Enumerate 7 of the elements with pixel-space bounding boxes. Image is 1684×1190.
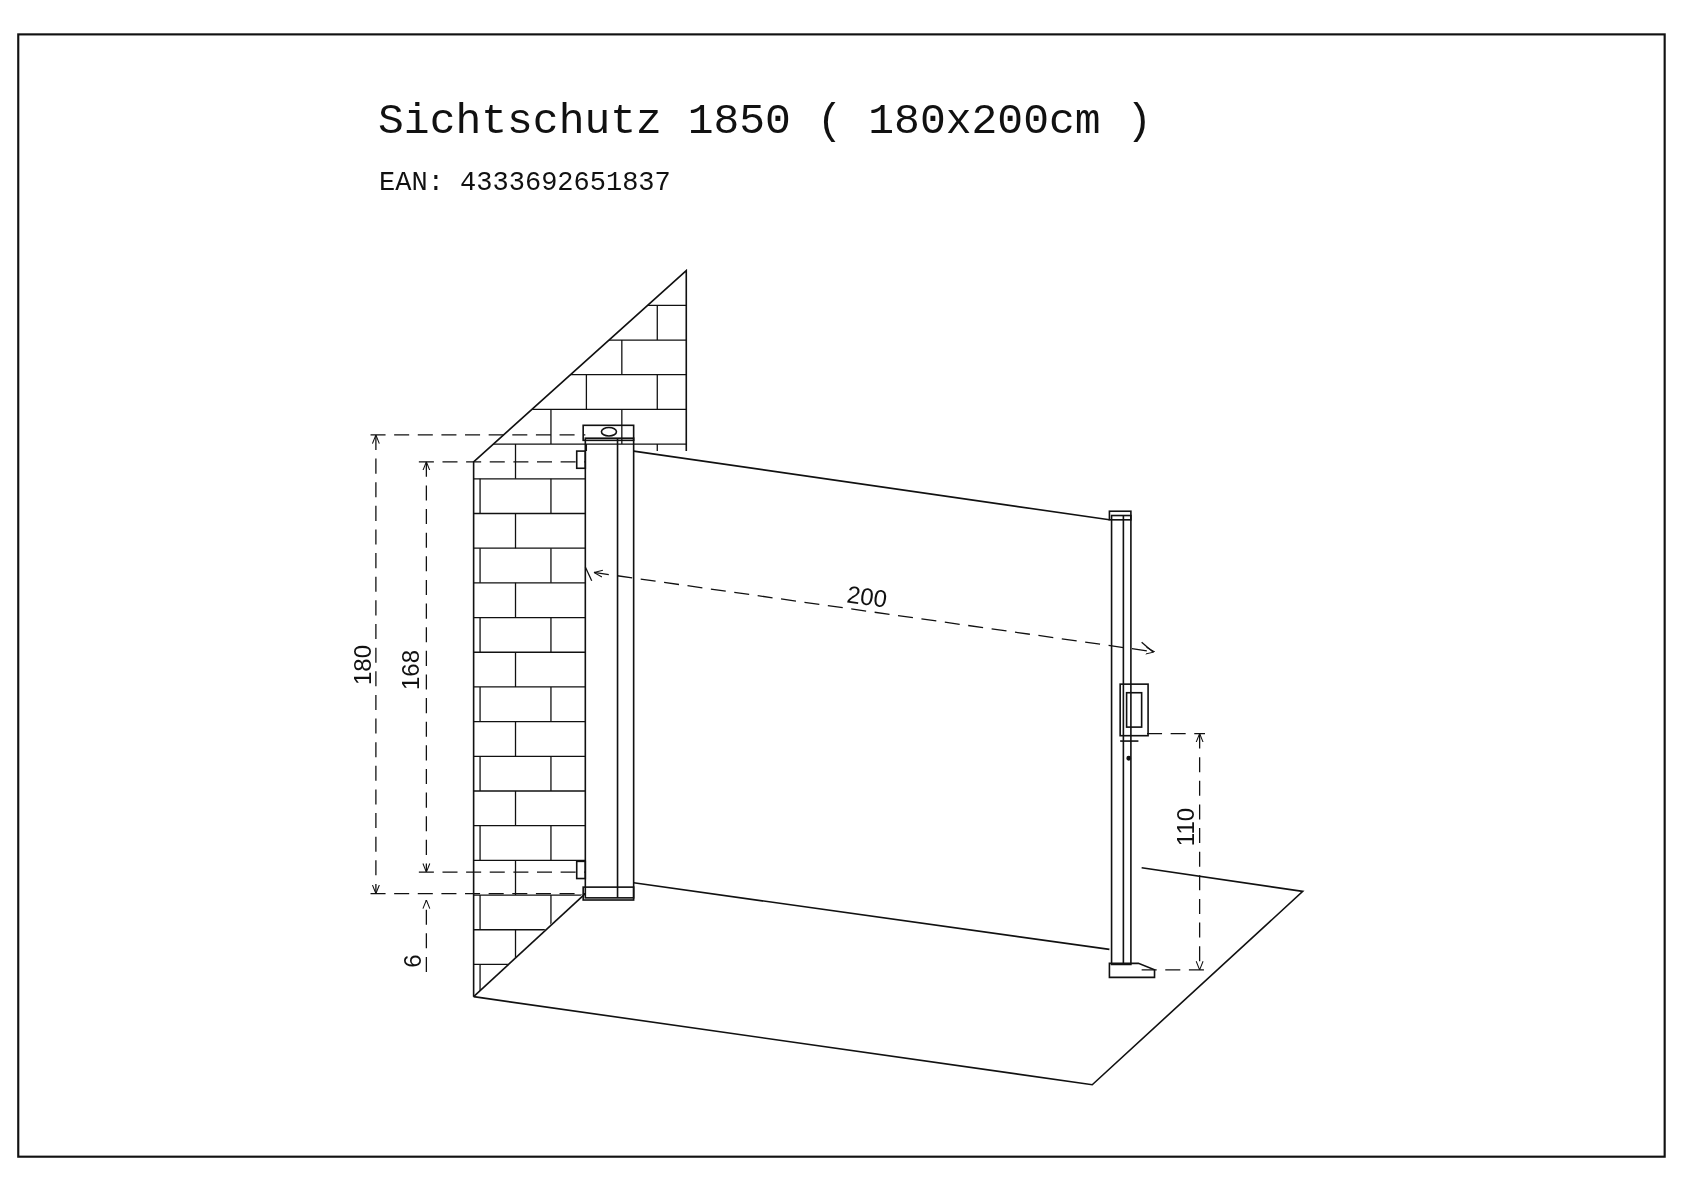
dimension-label: 200 (845, 582, 889, 612)
ean-number: EAN: 4333692651837 (379, 169, 671, 197)
dimension-label: 110 (1173, 807, 1198, 847)
dimension-label: 180 (351, 644, 375, 685)
title: Sichtschutz 1850 ( 180x200cm ) (378, 99, 1153, 143)
dimension-label: 6 (400, 954, 425, 968)
dimension-label: 168 (399, 650, 424, 691)
